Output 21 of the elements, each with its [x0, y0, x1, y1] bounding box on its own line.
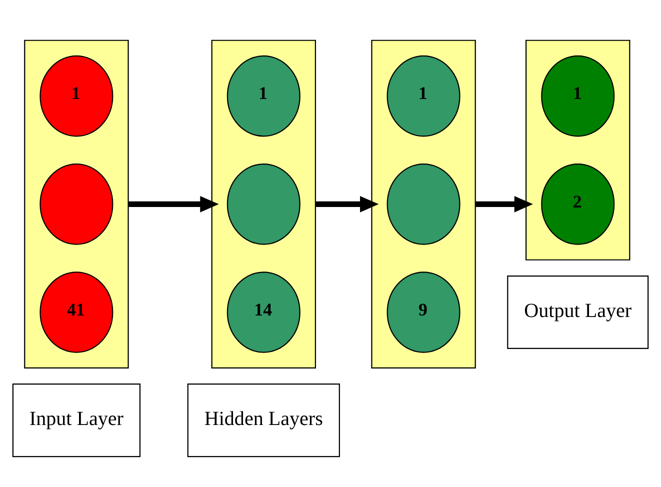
- node-circle: 1: [386, 54, 460, 136]
- node-circle: [386, 163, 460, 244]
- node-circle: 41: [40, 271, 114, 352]
- arrow: [315, 196, 379, 212]
- node-circle: 1: [40, 54, 114, 136]
- node-circle: 2: [541, 163, 615, 244]
- cluster: [24, 39, 129, 368]
- cluster: [371, 39, 476, 368]
- node-circle: 14: [226, 271, 300, 352]
- node-box: Input Layer: [12, 383, 141, 457]
- node-circle: [226, 163, 300, 244]
- node-box: Hidden Layers: [187, 383, 340, 457]
- node-circle: 1: [541, 54, 615, 136]
- cluster: [211, 39, 316, 368]
- node-box: Output Layer: [507, 274, 649, 349]
- node-circle: 9: [386, 271, 460, 352]
- arrow: [128, 196, 219, 212]
- cluster: [526, 39, 630, 260]
- node-circle: 1: [226, 54, 300, 136]
- node-circle: [40, 163, 114, 244]
- arrow: [475, 196, 533, 212]
